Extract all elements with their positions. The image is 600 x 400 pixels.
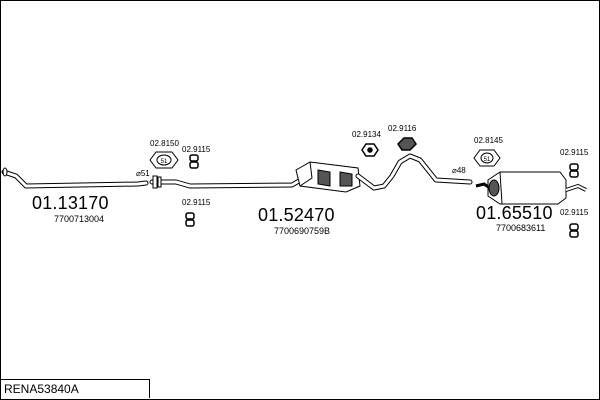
ref-hanger-rear-top: 02.9115 [560,148,589,157]
oem-number-front: 7700713004 [54,214,105,224]
ref-hanger-rear-bottom: 02.9115 [560,208,589,217]
ref-clamp: 02.9134 [352,130,381,139]
part-number-middle: 01.52470 [258,205,335,225]
gasket-front-mark: 51 [161,159,168,165]
ref-gasket-front: 02.8150 [150,139,179,148]
gasket-front-icon: 51 [149,151,179,169]
ref-hanger-b: 02.9115 [182,198,211,207]
ref-hanger-a: 02.9115 [182,145,211,154]
clamp-icon [361,143,379,157]
gasket-rear-mark: 51 [484,157,491,163]
diameter-front-label: ⌀51 [136,169,150,178]
part-number-rear: 01.65510 [476,203,553,223]
oem-number-rear: 7700683611 [496,223,546,233]
rear-silencer [475,171,587,205]
diameter-rear-label: ⌀48 [452,166,466,175]
diagram-code: RENA53840A [4,382,79,396]
part-number-front: 01.13170 [32,193,109,213]
bend-pipe [355,153,473,191]
middle-pipe [149,169,315,189]
hanger-icon-b [185,212,195,227]
hanger-icon-rear-bottom [569,223,579,238]
diagram-code-box: RENA53840A [0,379,150,398]
hanger-mid-icon [397,137,417,151]
ref-hanger-mid: 02.9116 [388,124,417,133]
ref-gasket-rear: 02.8145 [474,136,503,145]
hanger-icon-a [189,154,199,169]
gasket-rear-icon: 51 [473,149,501,167]
hanger-icon-rear-top [569,163,579,178]
front-pipe [1,167,149,189]
oem-number-middle: 7700690759B [274,226,331,236]
middle-silencer [295,161,361,193]
